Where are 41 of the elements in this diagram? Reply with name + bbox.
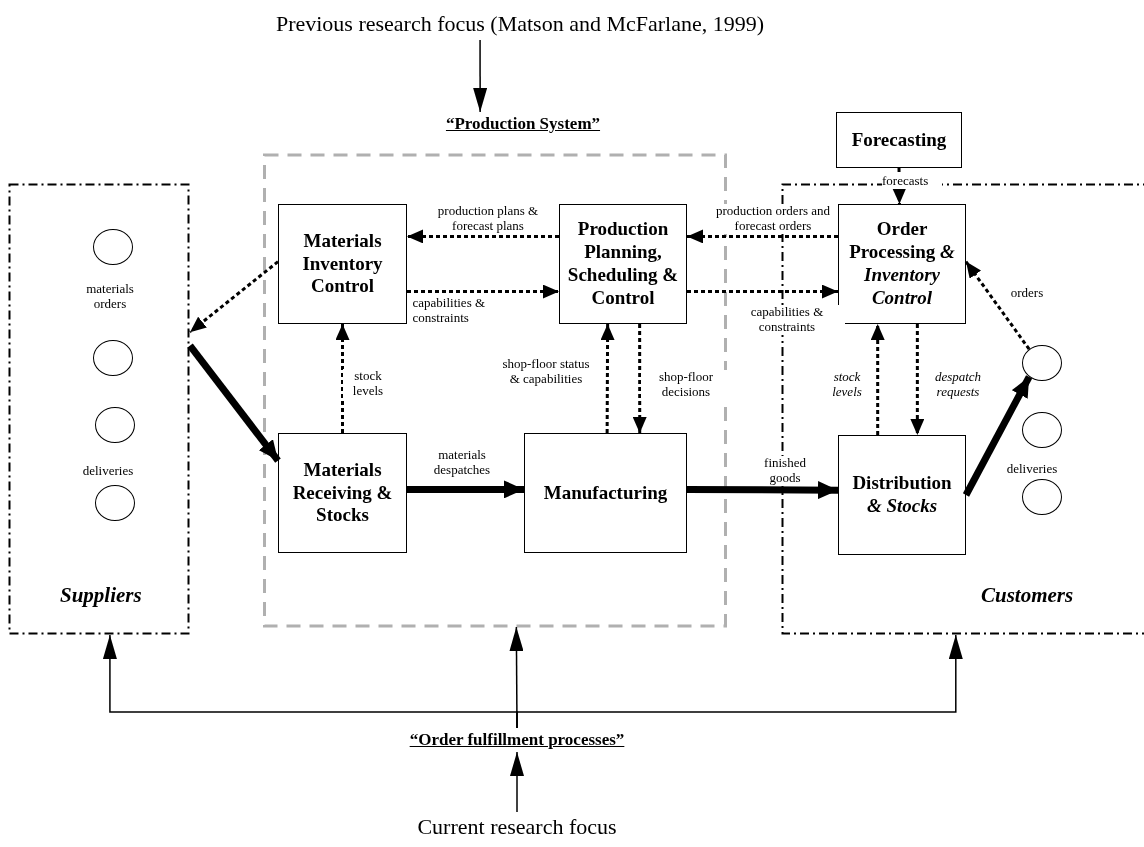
arrow [510, 751, 524, 813]
circle [1022, 345, 1062, 381]
arrow [964, 260, 1031, 351]
arrow [335, 324, 350, 433]
arrow [632, 324, 647, 433]
arrow [407, 229, 559, 244]
process-box: Forecasting [836, 112, 962, 168]
circle [93, 340, 133, 376]
process-box: Order Processing & Inventory Control [838, 204, 966, 324]
annotation-text: Previous research focus (Matson and McFarlane, 1999) [250, 8, 790, 40]
arrow [910, 324, 925, 435]
process-box: Distribution & Stocks [838, 435, 966, 555]
arrow [473, 39, 488, 113]
edge-label: shop-floor status & capabilities [501, 357, 591, 387]
circle [93, 229, 133, 265]
arrow [892, 168, 907, 204]
circle [1022, 412, 1062, 448]
arrow [189, 260, 279, 334]
region-label: Customers [981, 583, 1074, 608]
process-box: Production Planning, Scheduling & Control [559, 204, 687, 324]
arrow [962, 375, 1033, 497]
arrow [686, 481, 839, 500]
edge-label: forecasts [882, 174, 942, 189]
arrow [407, 284, 559, 299]
arrow [687, 229, 838, 244]
arrow [600, 324, 615, 433]
circle [1022, 479, 1062, 515]
region-heading: “Production System” [444, 114, 602, 134]
arrow [407, 480, 524, 499]
circle [95, 485, 135, 521]
section-heading: “Order fulfillment processes” [400, 728, 634, 752]
circle [95, 407, 135, 443]
arrow [187, 343, 281, 463]
arrow [870, 324, 885, 435]
arrow [516, 634, 963, 729]
process-box: Materials Inventory Control [278, 204, 407, 324]
process-box: Materials Receiving & Stocks [278, 433, 407, 553]
annotation-text: Current research focus [400, 812, 634, 842]
process-box: Manufacturing [524, 433, 687, 553]
region-label: Suppliers [60, 583, 142, 608]
arrow [687, 284, 838, 299]
